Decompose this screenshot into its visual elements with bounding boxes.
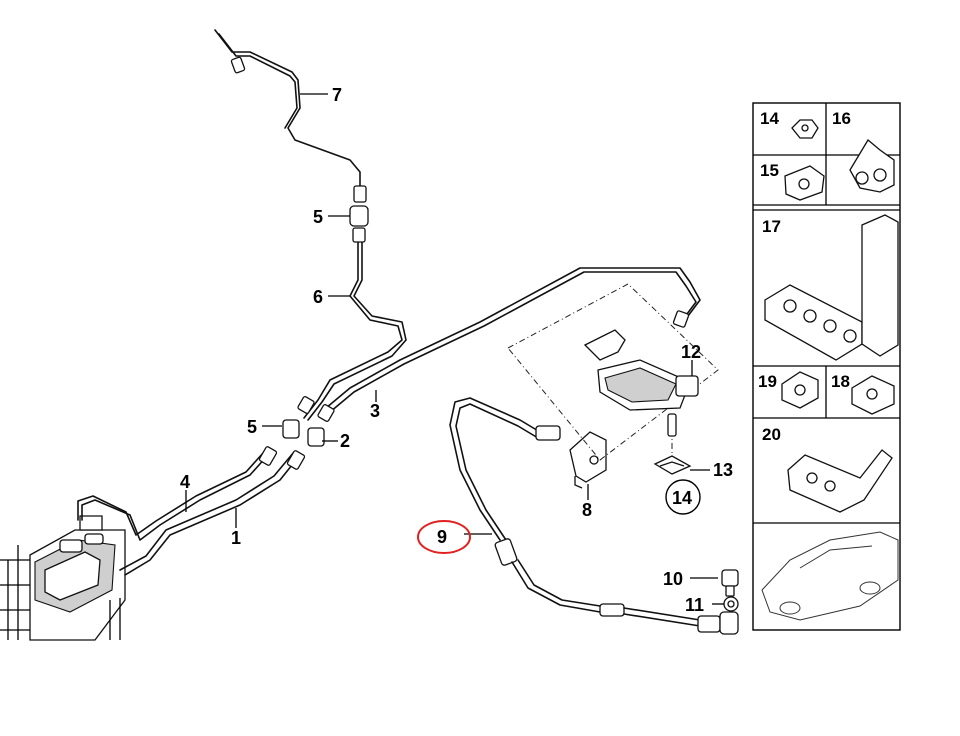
callout-12: 12 [681,342,701,362]
valve-block [583,329,699,437]
inset-label-15: 15 [760,161,779,180]
inset-label-18: 18 [831,372,850,391]
callout-labels: 7 5 6 3 5 2 4 1 8 9 10 11 12 13 14 [180,85,733,615]
callout-6: 6 [313,287,323,307]
callout-10: 10 [663,569,683,589]
hose-bracket [569,431,607,489]
callout-5-lower: 5 [247,417,257,437]
callout-14-circle [665,479,701,515]
fastener-10-11 [721,569,739,612]
clip-15-icon [784,165,825,201]
callout-8: 8 [582,500,592,520]
inset-label-16: 16 [832,109,851,128]
bracket-20-icon [787,449,893,513]
inset-label-14: 14 [760,109,779,128]
inset-label-17: 17 [762,217,781,236]
clip-19-icon [781,371,819,409]
abs-hydraulic-unit [0,515,126,641]
callout-3: 3 [370,401,380,421]
pipe-fittings [230,56,690,470]
callout-4: 4 [180,472,190,492]
parts-inset-panel: 14 16 15 17 19 18 20 [752,102,901,631]
callout-9: 9 [437,527,447,547]
clip-18-icon [851,375,895,415]
clip-16-icon [849,139,895,193]
callout-1: 1 [231,528,241,548]
callout-14: 14 [672,488,692,508]
brake-pipes-left [77,28,701,576]
clip-13 [653,455,692,475]
callout-5-upper: 5 [313,207,323,227]
inset-label-19: 19 [758,372,777,391]
callout-7: 7 [332,85,342,105]
inset-label-20: 20 [762,425,781,444]
clip-strip-17-icon [764,214,899,361]
callout-11: 11 [685,595,704,615]
callout-13: 13 [713,460,733,480]
car-location-icon [761,531,899,621]
nut-icon [791,119,819,139]
highlight-circle [417,520,471,554]
brake-hose-assembly [449,397,739,635]
callout-2: 2 [340,431,350,451]
